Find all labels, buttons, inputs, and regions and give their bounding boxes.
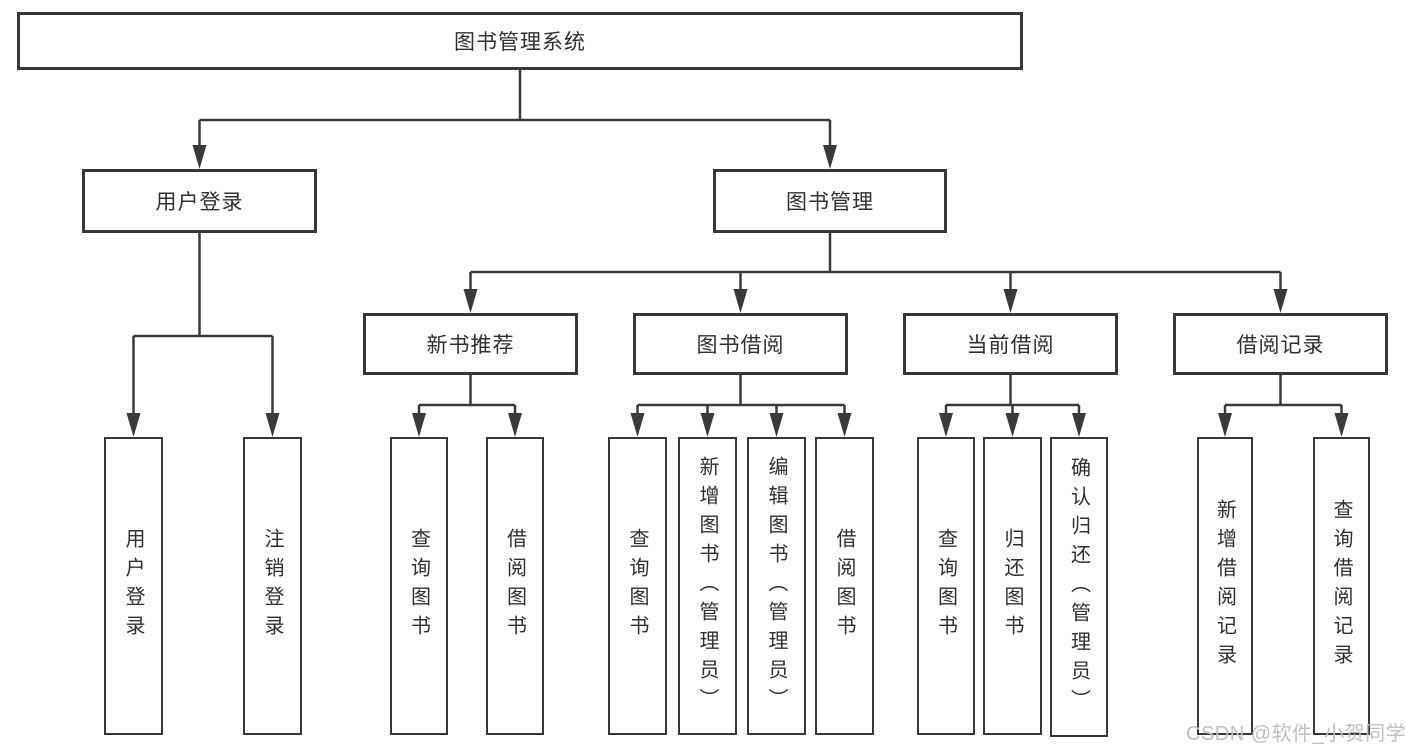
leaf-edit-books-admin: 编辑图书（管理员） bbox=[747, 437, 806, 735]
node-book-management: 图书管理 bbox=[713, 169, 947, 233]
arrowhead-logout-leaf bbox=[265, 413, 280, 437]
connector-user-login-group bbox=[132, 233, 274, 415]
arrowhead-borrow-records bbox=[1273, 289, 1288, 313]
leaf-confirm-return-admin: 确认归还（管理员） bbox=[1050, 437, 1108, 737]
node-root-library-system: 图书管理系统 bbox=[17, 12, 1023, 70]
leaf-query-books-borrow: 查询图书 bbox=[608, 437, 667, 735]
arrowhead-book-borrow bbox=[733, 289, 748, 313]
arrowhead-add-record bbox=[1218, 413, 1232, 437]
arrowhead-user-login bbox=[192, 145, 207, 169]
arrowhead-borrow-books-2 bbox=[837, 413, 852, 437]
node-user-login: 用户登录 bbox=[82, 169, 317, 233]
arrowhead-add-books bbox=[700, 413, 715, 437]
leaf-query-books-current: 查询图书 bbox=[917, 437, 975, 735]
arrowhead-edit-books bbox=[769, 413, 784, 437]
leaf-return-books: 归还图书 bbox=[983, 437, 1042, 735]
leaf-add-borrow-record: 新增借阅记录 bbox=[1197, 437, 1253, 735]
node-borrowing-records: 借阅记录 bbox=[1173, 313, 1388, 375]
leaf-borrow-books: 借阅图书 bbox=[815, 437, 874, 735]
leaf-query-books-newbooks: 查询图书 bbox=[390, 437, 448, 735]
arrowhead-return-books bbox=[1005, 413, 1020, 437]
arrowhead-borrow-books-1 bbox=[508, 413, 522, 437]
arrowhead-query-books-1 bbox=[412, 413, 426, 437]
connector-borrow-records-group bbox=[1223, 375, 1343, 415]
arrowhead-new-books bbox=[463, 289, 478, 313]
arrowhead-book-mgmt bbox=[823, 145, 837, 169]
connector-new-books-group bbox=[417, 375, 517, 415]
arrowhead-current-borrow bbox=[1003, 289, 1018, 313]
connector-bookmgmt-to-level3 bbox=[469, 233, 1282, 291]
node-book-borrowing: 图书借阅 bbox=[633, 313, 848, 375]
node-new-book-recommend: 新书推荐 bbox=[363, 313, 578, 375]
leaf-query-borrow-record: 查询借阅记录 bbox=[1313, 437, 1370, 735]
csdn-watermark: CSDN @软件_小贺同学 bbox=[1186, 723, 1405, 745]
leaf-user-login: 用户登录 bbox=[104, 437, 163, 735]
leaf-add-books-admin: 新增图书（管理员） bbox=[678, 437, 737, 735]
arrowhead-user-login-leaf bbox=[126, 413, 141, 437]
leaf-logout: 注销登录 bbox=[243, 437, 302, 735]
arrowhead-query-record bbox=[1334, 413, 1349, 437]
leaf-borrow-books-newbooks: 借阅图书 bbox=[486, 437, 544, 735]
connector-current-borrow-group bbox=[944, 375, 1081, 415]
arrowhead-confirm-return bbox=[1072, 413, 1086, 437]
node-current-borrowing: 当前借阅 bbox=[903, 313, 1118, 375]
connector-root-to-level2 bbox=[198, 70, 832, 147]
connector-book-borrow-group bbox=[636, 375, 846, 415]
arrowhead-query-books-2 bbox=[630, 413, 645, 437]
arrowhead-query-books-3 bbox=[939, 413, 953, 437]
